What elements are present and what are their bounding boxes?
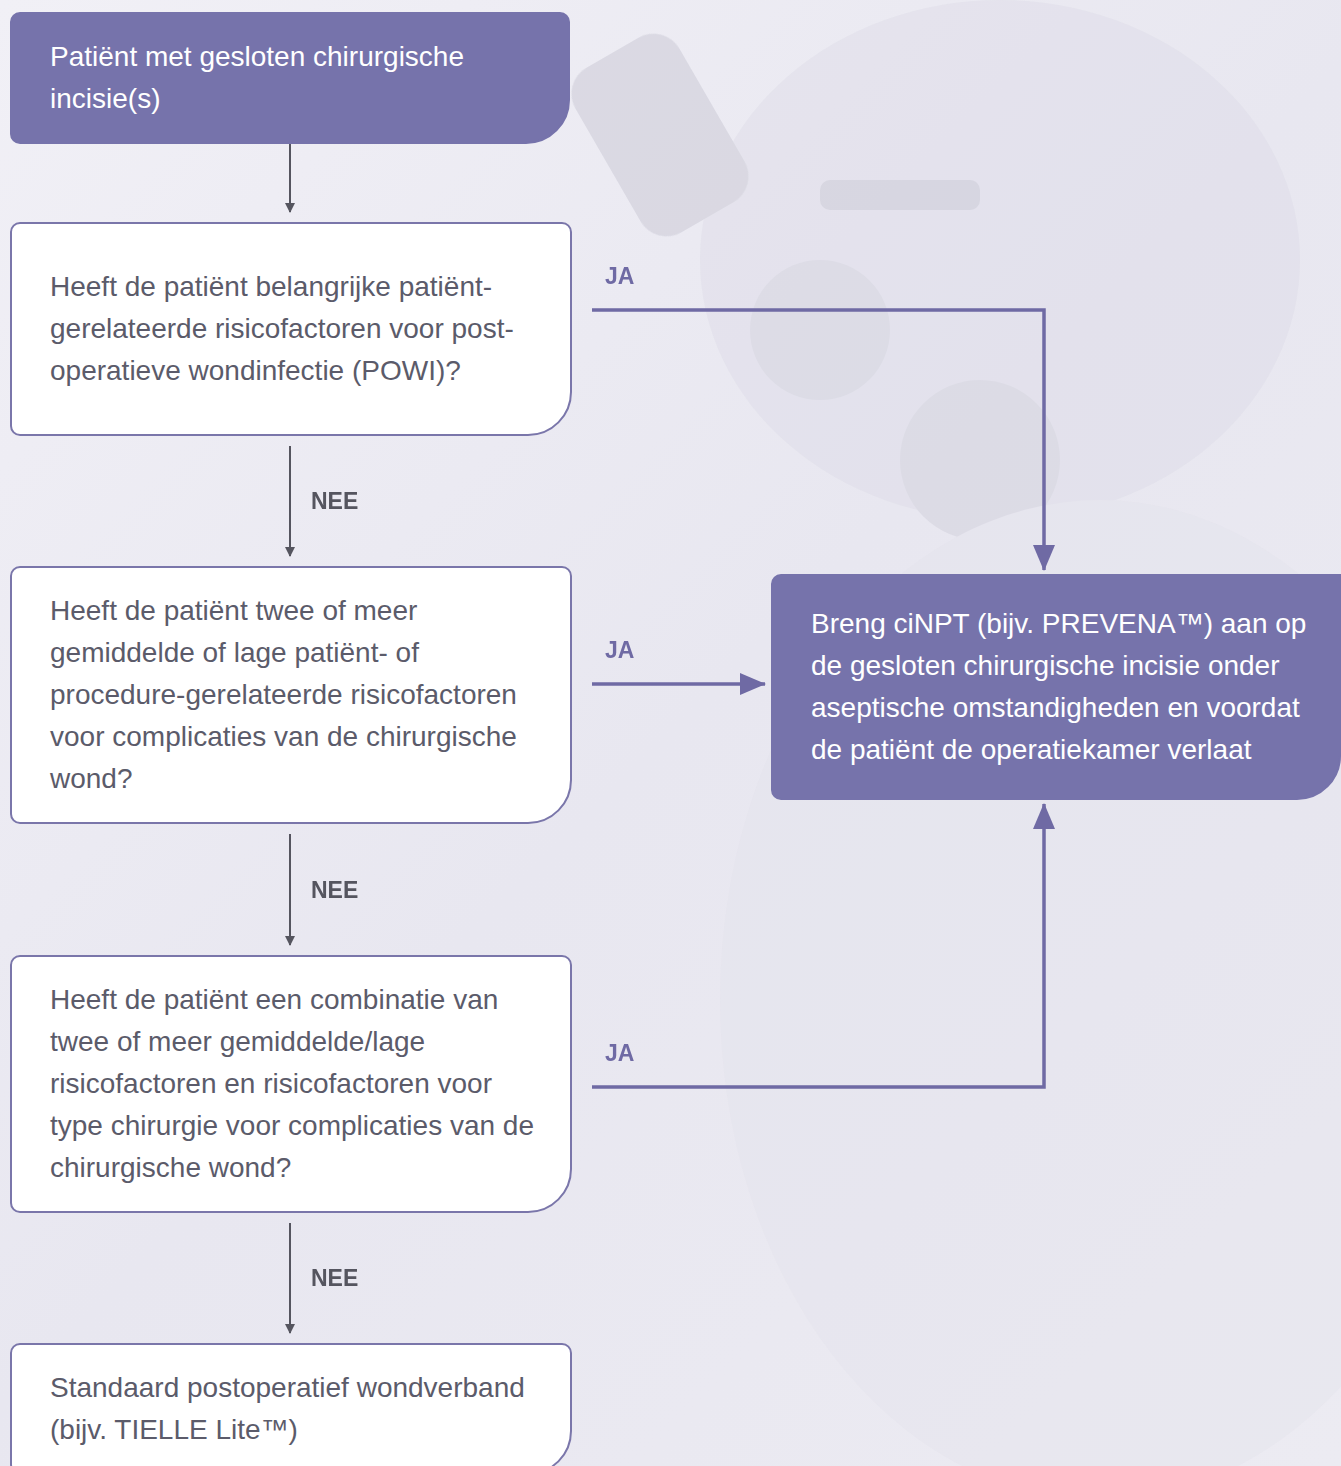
flow-arrow — [289, 1223, 291, 1333]
flow-arrow — [289, 144, 291, 212]
box-text: Heeft de patiënt belangrijke patiënt-ger… — [50, 266, 540, 392]
flow-arrow — [592, 804, 1044, 1087]
flow-arrow — [289, 834, 291, 945]
surgeon-silhouette — [561, 0, 1341, 1466]
flow-arrow — [289, 446, 291, 556]
edge-label: JA — [602, 262, 637, 290]
edge-label: NEE — [308, 876, 361, 904]
decision-box: Heeft de patiënt een combinatie van twee… — [10, 955, 572, 1213]
box-text: Standaard postoperatief wondverband (bij… — [50, 1367, 540, 1451]
box-text: Heeft de patiënt een combinatie van twee… — [50, 979, 540, 1189]
flow-arrow — [592, 682, 765, 686]
decision-box: Standaard postoperatief wondverband (bij… — [10, 1343, 572, 1466]
box-text: Breng ciNPT (bijv. PREVENA™) aan op de g… — [811, 603, 1309, 771]
decision-box: Heeft de patiënt belangrijke patiënt-ger… — [10, 222, 572, 436]
edge-label: NEE — [308, 487, 361, 515]
edge-label: JA — [602, 1039, 637, 1067]
filled-box: Breng ciNPT (bijv. PREVENA™) aan op de g… — [771, 574, 1341, 800]
edge-label: NEE — [308, 1264, 361, 1292]
flow-arrow — [592, 310, 1044, 570]
decision-box: Heeft de patiënt twee of meer gemiddelde… — [10, 566, 572, 824]
box-text: Patiënt met gesloten chirurgische incisi… — [50, 36, 538, 120]
filled-box: Patiënt met gesloten chirurgische incisi… — [10, 12, 570, 144]
edge-label: JA — [602, 636, 637, 664]
box-text: Heeft de patiënt twee of meer gemiddelde… — [50, 590, 540, 800]
